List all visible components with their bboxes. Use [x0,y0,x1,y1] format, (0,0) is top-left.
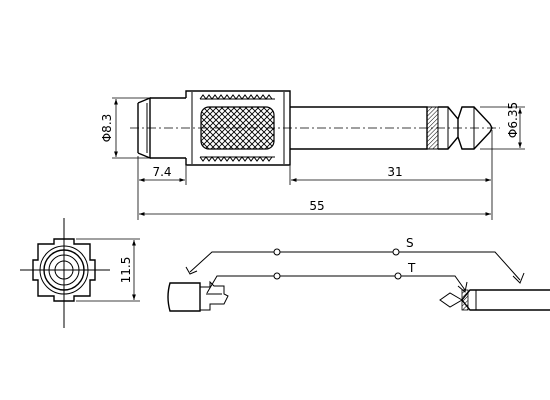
sleeve-wire-arrow [512,272,525,284]
sleeve-wire-start-arrow [185,266,198,275]
grip-teeth-top [199,94,273,100]
dim-shaft-length-label: 31 [387,165,402,179]
tip-wire [206,275,466,294]
front-outer-profile [32,238,96,302]
jack-body-symbol [167,282,201,312]
wiring-schematic: S T [167,236,550,312]
tip-node-1 [273,272,281,280]
plug-symbol-tip [439,292,463,308]
grip-teeth-bottom [199,156,273,162]
tip-label: T [407,261,416,275]
front-ring-3 [48,254,80,286]
plug-symbol-insulator [461,289,469,311]
sleeve-wire [189,251,521,281]
plug-symbol [461,289,550,311]
dim-plug-diameter-label: Φ6.35 [506,102,520,138]
dim-front-height-label: 11.5 [119,257,133,284]
sleeve-node-2 [392,248,400,256]
jack-terminal-symbol [200,280,229,311]
front-ring-2 [43,249,85,291]
front-ring-outer [39,245,89,295]
tip-node-2 [394,272,402,280]
dim-body-diameter-label: Φ8.3 [100,114,114,143]
front-socket-hole [54,260,74,280]
side-view: Φ8.3 Φ6.35 7.4 31 55 [100,90,525,220]
sleeve-node-1 [273,248,281,256]
front-view: 11.5 [20,218,140,328]
dim-total-length-label: 55 [309,199,324,213]
sleeve-label: S [406,236,414,250]
rear-sleeve [137,96,186,160]
dim-sleeve-length-label: 7.4 [152,165,171,179]
